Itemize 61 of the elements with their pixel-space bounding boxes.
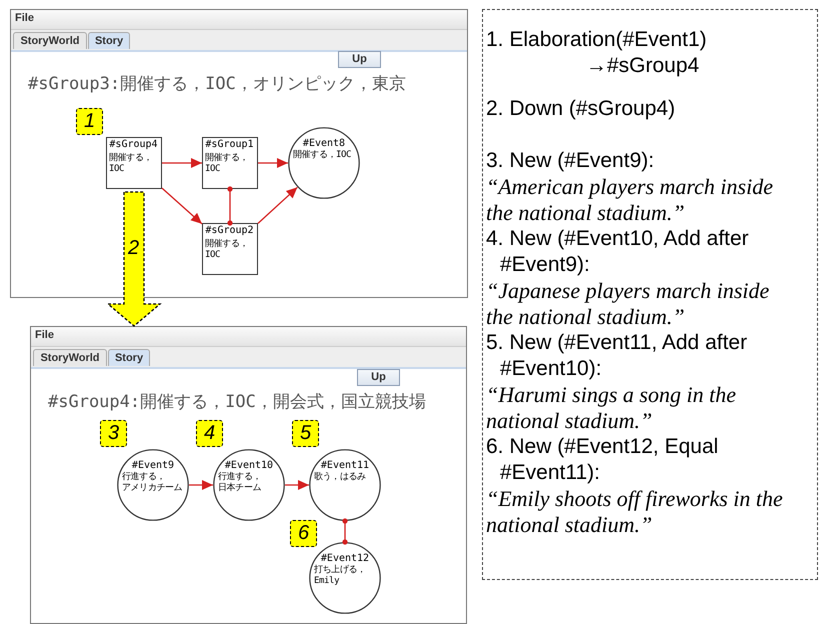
- event-circle: [309, 449, 381, 521]
- node-heading: #Event12: [320, 553, 370, 564]
- arrow: [162, 158, 202, 168]
- tab: StoryWorld: [33, 349, 107, 366]
- node-text: 行進する，日本チーム: [218, 472, 262, 494]
- group-box: [106, 137, 162, 189]
- group-box: [202, 137, 258, 189]
- node-text: 開催する，IOC: [293, 150, 352, 161]
- step-text: 6. New (#Event12, Equal #Event11):: [486, 434, 720, 486]
- node-heading: #Event11: [320, 460, 370, 472]
- step-text: 4. New (#Event10, Add after #Event9):: [486, 226, 750, 278]
- menu-item: File: [35, 329, 54, 341]
- node-text: 開催する，IOC: [109, 153, 154, 175]
- arrow: [285, 480, 309, 490]
- app-window: [30, 326, 467, 624]
- app-window: [10, 9, 468, 298]
- node-text: 開催する，IOC: [205, 239, 250, 261]
- node-text: 歌う，はるみ: [314, 472, 367, 483]
- callout-badge: 1: [76, 108, 103, 135]
- quote-text: “Japanese players march inside the national stadium.”: [486, 278, 770, 330]
- tab: StoryWorld: [13, 32, 87, 49]
- callout-badge: 3: [100, 420, 127, 447]
- connector-line: [342, 518, 348, 545]
- arrow: [258, 158, 288, 168]
- callout-badge: 6: [290, 520, 317, 547]
- quote-text: “Harumi sings a song in the national stadium.”: [486, 382, 737, 434]
- step-text: 1. Elaboration(#Event1) →#sGroup4: [486, 27, 708, 79]
- event-circle: [288, 127, 360, 199]
- menu-item: File: [15, 12, 34, 24]
- connector-line: [227, 186, 233, 226]
- heading-text: #sGroup4:開催する，IOC，開会式，国立競技場: [48, 391, 426, 413]
- event-circle: [309, 542, 381, 614]
- event-circle: [117, 449, 189, 521]
- node-heading: #sGroup4: [108, 139, 159, 151]
- heading-text: #sGroup3:開催する，IOC，オリンピック，東京: [28, 73, 406, 95]
- node-text: 打ち上げる，Emily: [314, 565, 367, 587]
- callout-badge: 5: [292, 420, 319, 447]
- step-text: 3. New (#Event9):: [486, 148, 656, 174]
- node-heading: #Event8: [302, 138, 346, 150]
- block-arrow: [106, 191, 162, 327]
- arrow: [162, 188, 202, 224]
- node-text: 開催する，IOC: [205, 153, 250, 175]
- callout-badge: 4: [196, 420, 223, 447]
- step-text: 2. Down (#sGroup4): [486, 96, 676, 122]
- quote-text: “American players march inside the national stadium.”: [486, 174, 774, 226]
- button: Up: [338, 51, 381, 68]
- button: Up: [357, 369, 400, 386]
- quote-text: “Emily shoots off fireworks in the national stadium.”: [486, 486, 784, 538]
- node-text: 行進する，アメリカチーム: [122, 472, 184, 494]
- event-circle: [213, 449, 285, 521]
- node-heading: #Event9: [130, 460, 176, 472]
- tab: Story: [108, 349, 150, 366]
- group-box: [202, 223, 258, 275]
- node-heading: #Event10: [224, 460, 274, 472]
- arrow: [189, 480, 213, 490]
- arrow: [258, 186, 298, 224]
- step-text: 5. New (#Event11, Add after #Event10):: [486, 330, 748, 382]
- tab: Story: [88, 32, 130, 49]
- note-box: [482, 9, 818, 580]
- node-heading: #sGroup1: [204, 139, 255, 151]
- node-heading: #sGroup2: [204, 225, 255, 237]
